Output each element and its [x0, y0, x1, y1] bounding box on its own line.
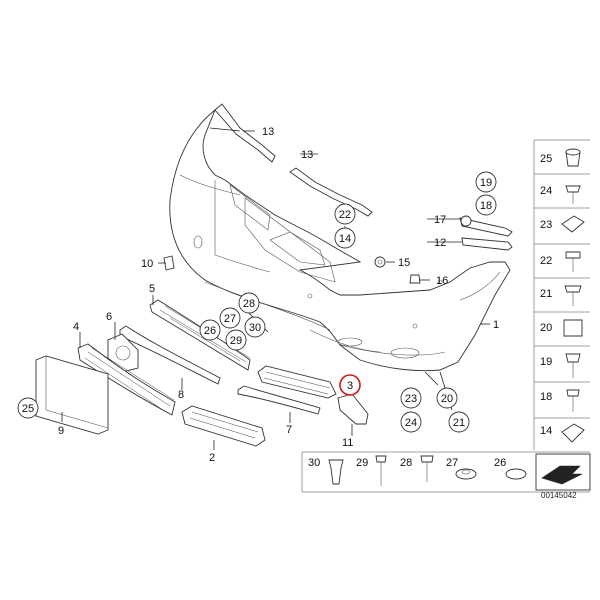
- nut-clip-icon-23: [561, 215, 585, 233]
- label-15: 15: [398, 257, 410, 269]
- hardware-legend-sidebar: 25 24 23 22 21 20 19 18 14: [533, 139, 590, 450]
- label-17: 17: [434, 214, 446, 226]
- cover-part-10: [163, 255, 175, 271]
- callout-3-highlighted: 3: [347, 380, 353, 392]
- label-5: 5: [149, 283, 155, 295]
- hardware-legend-bottom: 30 29 28 27 26: [301, 451, 591, 493]
- label-4: 4: [73, 321, 79, 333]
- bracket-part-12: [461, 237, 513, 251]
- callout-24: 24: [405, 417, 417, 429]
- clip-part-15: [374, 256, 386, 268]
- orientation-arrow-box: [535, 453, 591, 491]
- bracket-part-17: [459, 215, 513, 237]
- clip-part-16: [409, 274, 421, 284]
- screw-icon-29: [375, 455, 387, 463]
- label-1: 1: [493, 319, 499, 331]
- clip-icon-14: [561, 423, 585, 443]
- callout-26: 26: [204, 325, 216, 337]
- grommet-icon-26: [505, 468, 527, 480]
- callout-19: 19: [480, 177, 492, 189]
- callout-29: 29: [230, 335, 242, 347]
- label-11: 11: [342, 437, 353, 449]
- callout-labels: 13 13 10 17 12 15 16 1 5 6 4 8 9 2 7 11: [58, 126, 499, 464]
- callout-27: 27: [224, 313, 236, 325]
- screw-icon-21: [564, 285, 582, 293]
- orientation-arrow-icon: [541, 465, 583, 485]
- callout-14: 14: [339, 233, 351, 245]
- label-7: 7: [286, 424, 292, 436]
- legend-label-23: 23: [540, 219, 552, 231]
- bottom-label-28: 28: [400, 457, 412, 469]
- callout-20: 20: [441, 393, 453, 405]
- label-8: 8: [178, 389, 184, 401]
- label-16: 16: [436, 275, 448, 287]
- label-6: 6: [106, 311, 112, 323]
- label-9: 9: [58, 425, 64, 437]
- legend-label-24: 24: [540, 185, 552, 197]
- screw-icon-24: [565, 185, 581, 193]
- diagram-code: 00145042: [541, 491, 577, 500]
- legend-label-20: 20: [540, 322, 552, 334]
- callout-23: 23: [405, 393, 417, 405]
- trim-strip-part-8: [119, 325, 221, 385]
- front-bumper-part-1: [169, 108, 511, 372]
- legend-label-14: 14: [540, 425, 552, 437]
- callout-18: 18: [480, 200, 492, 212]
- callout-22: 22: [339, 209, 351, 221]
- bottom-label-29: 29: [356, 457, 368, 469]
- grille-part-28-area: [257, 365, 337, 399]
- license-plate-base-part-9: [35, 355, 109, 435]
- callout-30: 30: [249, 322, 261, 334]
- bottom-label-30: 30: [308, 457, 320, 469]
- callout-21: 21: [453, 417, 465, 429]
- legend-label-25: 25: [540, 153, 552, 165]
- trim-strip-13-middle: [289, 167, 373, 217]
- screw-icon-28: [420, 455, 434, 463]
- screw-icon-22: [565, 251, 581, 259]
- cover-part-11: [337, 393, 369, 425]
- legend-label-19: 19: [540, 356, 552, 368]
- label-10: 10: [141, 258, 153, 270]
- label-13-upper: 13: [262, 126, 274, 138]
- circled-callouts: 22 14 19 18 28 27 26 30 29 3 23 24 20 21…: [17, 171, 497, 433]
- plug-icon-30: [328, 459, 344, 485]
- legend-label-21: 21: [540, 288, 552, 300]
- grille-part-2: [181, 405, 266, 447]
- label-2: 2: [209, 452, 215, 464]
- label-13-middle: 13: [301, 149, 313, 161]
- callout-28: 28: [243, 298, 255, 310]
- bottom-label-27: 27: [446, 457, 458, 469]
- label-12: 12: [434, 237, 446, 249]
- clip-nut-icon-20: [563, 319, 583, 337]
- bottom-label-26: 26: [494, 457, 506, 469]
- legend-label-22: 22: [540, 255, 552, 267]
- screw-icon-19: [565, 353, 581, 363]
- legend-label-18: 18: [540, 391, 552, 403]
- trim-strip-part-7: [237, 385, 321, 415]
- callout-25: 25: [22, 403, 34, 415]
- trim-strip-13-upper: [214, 103, 276, 163]
- rivet-icon-18: [566, 389, 580, 397]
